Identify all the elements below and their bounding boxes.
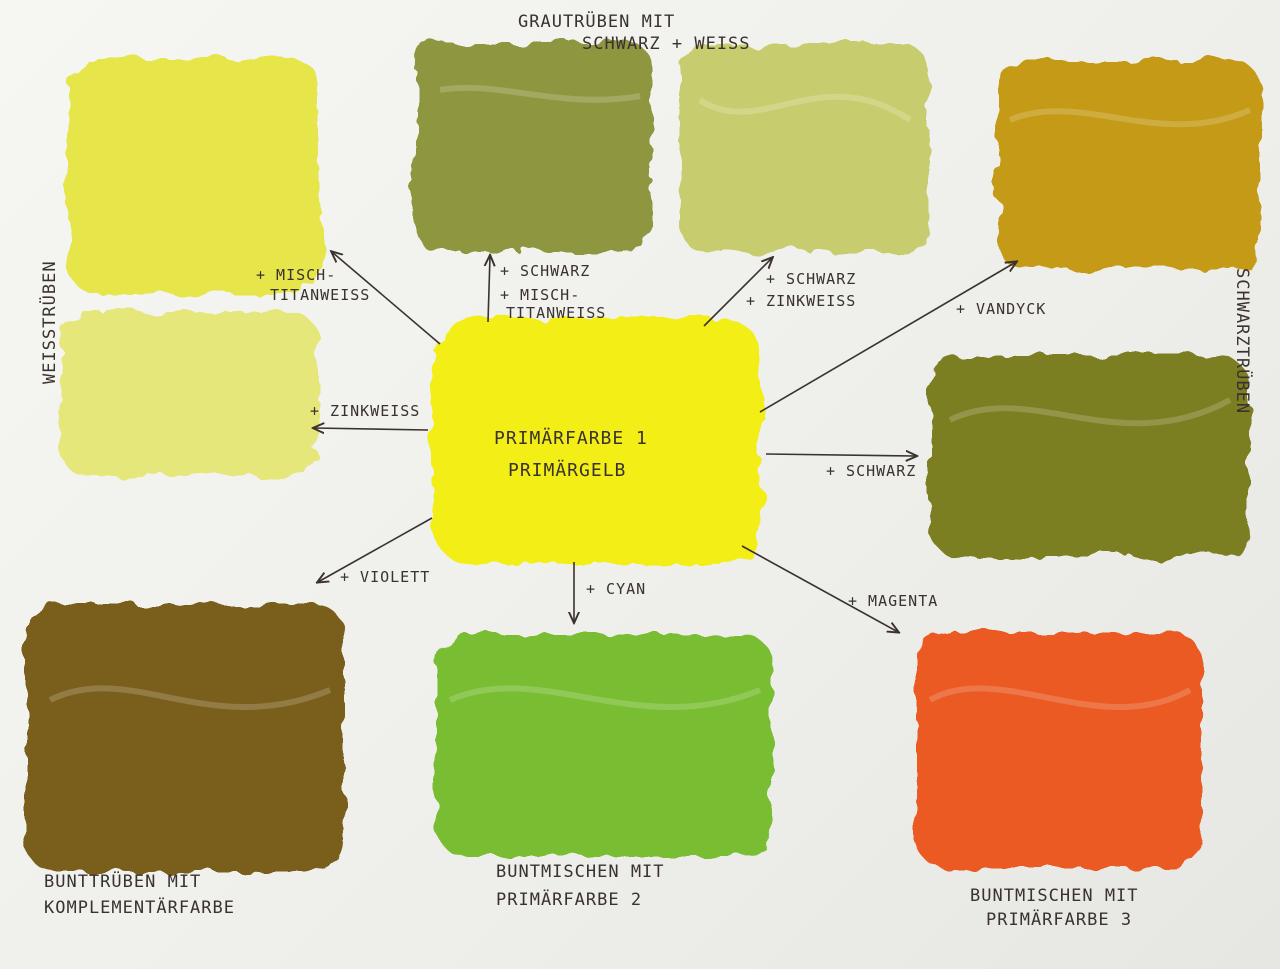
label-arrow-schwarz-top: + SCHWARZ [500, 262, 591, 280]
label-buntmischen-3-2: PRIMÄRFARBE 3 [986, 910, 1133, 930]
swatch-grautrueben-schwarz [414, 42, 652, 252]
label-buntmischen-2-1: BUNTMISCHEN MIT [496, 862, 665, 882]
label-buntmischen-2-2: PRIMÄRFARBE 2 [496, 890, 643, 910]
swatch-weisstrueben-top [68, 58, 320, 294]
swatch-grautrueben-schwarz-weiss [680, 44, 928, 252]
swatch-buntmischen-magenta [916, 632, 1202, 868]
label-grautrueben-line1: GRAUTRÜBEN MIT [518, 12, 676, 32]
label-arrow-misch-2: TITANWEISS [506, 304, 607, 322]
arrow-to-magenta [741, 545, 898, 632]
arrow-to-schwarztrueben-schwarz [765, 454, 916, 456]
swatch-buntmischen-cyan [436, 634, 772, 856]
arrows [314, 252, 1016, 632]
label-arrow-violett: + VIOLETT [340, 568, 431, 586]
label-weisstrueben: WEISSTRÜBEN [40, 260, 60, 384]
label-buntmischen-3-1: BUNTMISCHEN MIT [970, 886, 1139, 906]
label-arrow-schwarz-zink-2: + ZINKWEISS [746, 292, 857, 310]
center-label-line2: PRIMÄRGELB [508, 460, 627, 481]
swatch-weisstrueben-bottom [60, 312, 318, 476]
arrow-to-grautrueben-schwarz-weiss [703, 258, 772, 327]
swatch-schwarztrueben-vandyck [998, 60, 1260, 270]
label-arrow-schwarz-right: + SCHWARZ [826, 462, 917, 480]
label-arrow-cyan: + CYAN [586, 580, 647, 598]
center-label-line1: PRIMÄRFARBE 1 [494, 428, 648, 449]
label-bunttrueben-2: KOMPLEMENTÄRFARBE [44, 898, 235, 918]
label-arrow-vandyck: + VANDYCK [956, 300, 1047, 318]
label-bunttrueben-1: BUNTTRÜBEN MIT [44, 872, 202, 892]
arrow-to-bunttrueben [318, 517, 433, 582]
label-arrow-mischtitan-1: + MISCH- [256, 266, 337, 284]
arrow-to-weisstrueben-top [332, 252, 441, 345]
label-arrow-mischtitan-2: TITANWEISS [270, 286, 371, 304]
brush-strokes [48, 84, 1252, 711]
label-arrow-magenta: + MAGENTA [848, 592, 939, 610]
label-arrow-zinkweiss: + ZINKWEISS [310, 402, 421, 420]
arrow-to-grautrueben-schwarz [488, 256, 490, 323]
arrow-to-weisstrueben-bottom [314, 428, 429, 430]
swatch-schwarztrueben-schwarz [930, 356, 1248, 556]
swatch-bunttrueben [26, 604, 344, 872]
label-schwarztrueben: SCHWARZTRÜBEN [1232, 268, 1252, 415]
label-grautrueben-line2: SCHWARZ + WEISS [582, 34, 751, 54]
swatch-primaergelb [432, 318, 762, 564]
label-arrow-schwarz-zink-1: + SCHWARZ [766, 270, 857, 288]
arrow-to-vandyck [759, 262, 1016, 413]
label-arrow-misch-1: + MISCH- [500, 286, 581, 304]
